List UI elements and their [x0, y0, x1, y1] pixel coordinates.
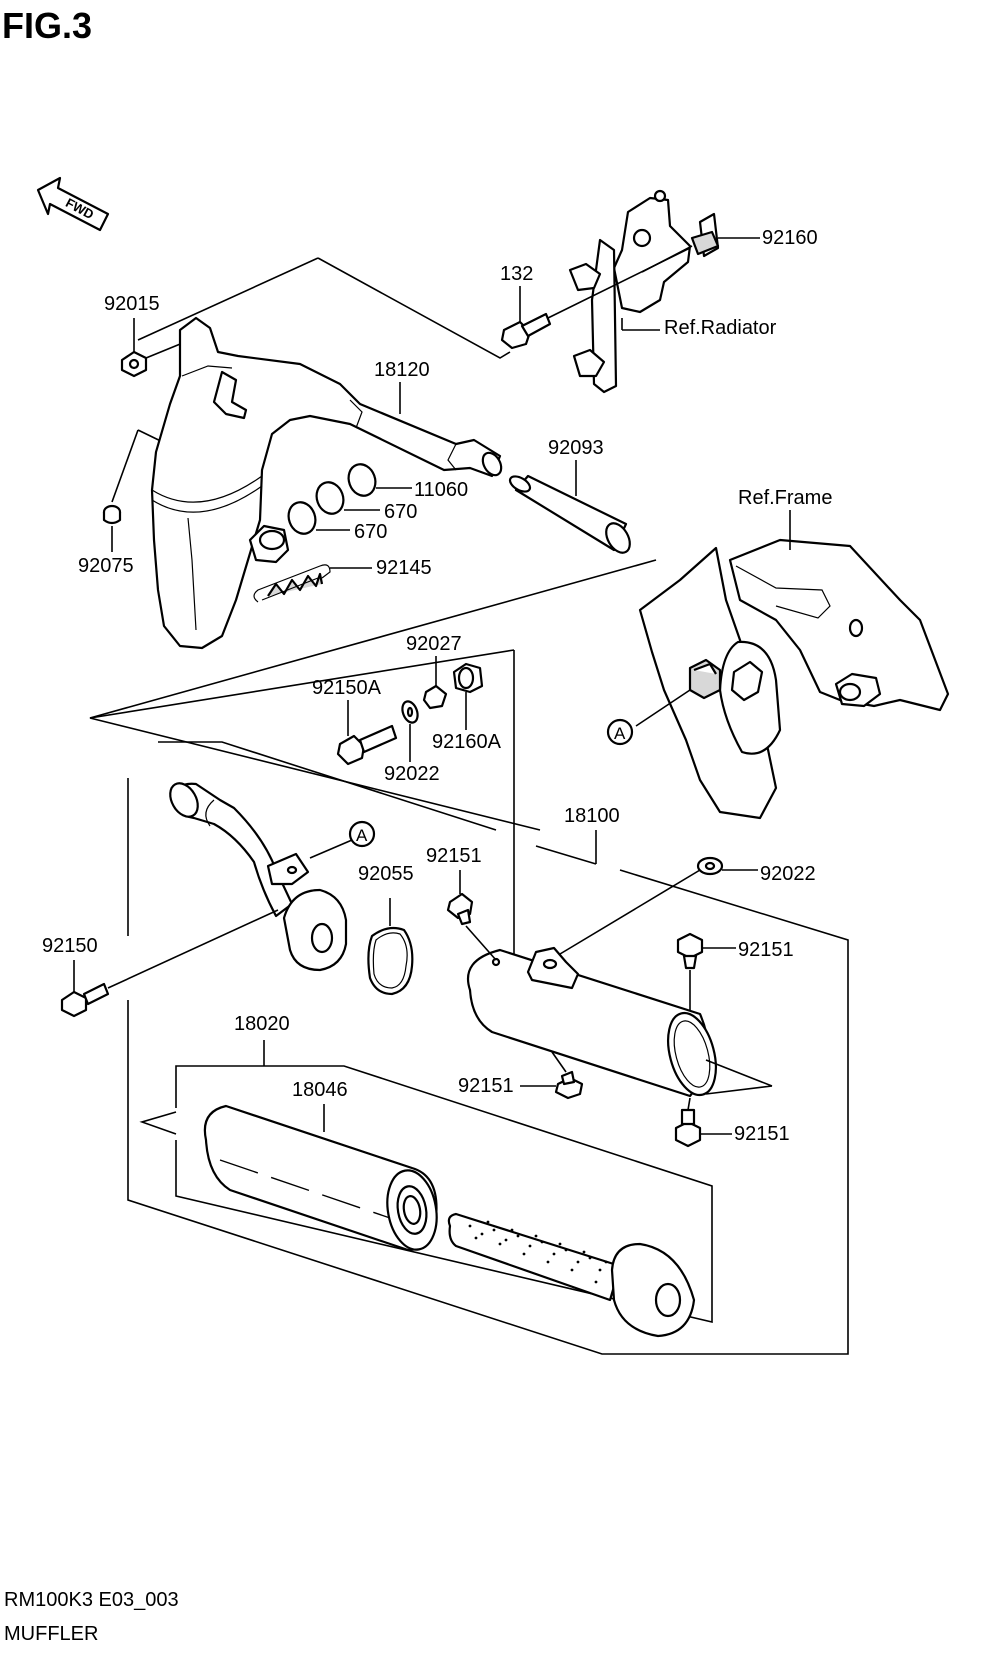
- grommet-92160A: [452, 662, 484, 694]
- label-92151-c: 92151: [458, 1075, 514, 1097]
- muffler-connector-pipe: [169, 782, 348, 972]
- bolt-92151-a: [446, 892, 474, 926]
- label-ref-radiator: Ref.Radiator: [664, 317, 777, 339]
- label-92145: 92145: [376, 557, 432, 579]
- label-92055: 92055: [358, 863, 414, 885]
- fwd-arrow-icon: FWD: [36, 176, 110, 232]
- bolt-92151-c: [554, 1070, 584, 1100]
- sleeve-92093: [508, 474, 631, 554]
- collar-92027: [422, 684, 448, 710]
- expansion-chamber-18120: [150, 316, 503, 650]
- label-18020: 18020: [234, 1013, 290, 1035]
- label-670-upper: 670: [384, 501, 417, 523]
- gasket-670-lower: [287, 501, 317, 535]
- label-18046: 18046: [292, 1079, 348, 1101]
- chamber-group-outline-top-left: [137, 257, 319, 341]
- muffler-group-outline-top: [89, 649, 541, 831]
- washer-92022-upper: [401, 700, 419, 724]
- label-92022-lower: 92022: [760, 863, 816, 885]
- silencer-group-pointer: [139, 1111, 177, 1135]
- label-92160A: 92160A: [432, 731, 502, 753]
- muffler-18100: [466, 946, 717, 1098]
- footer-section-name: MUFFLER: [4, 1623, 98, 1645]
- label-circle-a-pipe: A: [356, 826, 368, 845]
- chamber-group-outline-top-right: [317, 257, 511, 359]
- label-92075: 92075: [78, 555, 134, 577]
- washer-92022-lower: [696, 856, 724, 876]
- gasket-92055: [367, 926, 414, 996]
- circle-a-pipe-marker: [348, 820, 376, 848]
- label-92027: 92027: [406, 633, 462, 655]
- radiator-bracket: [568, 189, 720, 394]
- bolt-132: [500, 312, 552, 350]
- muffler-group-outline-inner: [158, 741, 497, 831]
- label-18120: 18120: [374, 359, 430, 381]
- chamber-group-outline-bottom: [89, 559, 657, 719]
- bolt-92150A: [336, 724, 398, 766]
- label-18100: 18100: [564, 805, 620, 827]
- silencer-end-cap: [610, 1242, 696, 1338]
- o-ring-11060: [347, 463, 377, 497]
- perforated-inner-pipe: [447, 1212, 622, 1302]
- nut-92015: [120, 350, 148, 378]
- silencer-group-outline: [175, 1065, 713, 1324]
- label-92022-upper: 92022: [384, 763, 440, 785]
- label-92151-d: 92151: [734, 1123, 790, 1145]
- glass-wool-18046: [203, 1104, 438, 1252]
- label-670-lower: 670: [354, 521, 387, 543]
- label-circle-a-frame: A: [614, 724, 626, 743]
- chamber-spring-hook: [248, 524, 290, 564]
- gasket-670-upper: [315, 481, 345, 515]
- label-92151-a: 92151: [426, 845, 482, 867]
- label-11060: 11060: [414, 479, 468, 501]
- figure-title: FIG.3: [2, 5, 92, 46]
- bolt-92151-b: [676, 932, 704, 970]
- label-ref-frame: Ref.Frame: [738, 487, 832, 509]
- circle-a-frame-marker: [606, 718, 634, 746]
- muffler-group-outline-main: [127, 869, 849, 1355]
- label-132: 132: [500, 263, 533, 285]
- label-92151-b: 92151: [738, 939, 794, 961]
- grommet-92075: [102, 504, 122, 525]
- label-92150A: 92150A: [312, 677, 382, 699]
- bolt-92150: [60, 982, 110, 1018]
- frame-reference: [635, 538, 950, 820]
- bolt-92151-d: [674, 1108, 702, 1148]
- footer-code: RM100K3 E03_003: [4, 1589, 179, 1611]
- label-92093: 92093: [548, 437, 604, 459]
- label-92015: 92015: [104, 293, 160, 315]
- muffler-group-outline-seg: [535, 845, 597, 865]
- label-92160: 92160: [762, 227, 818, 249]
- label-92150: 92150: [42, 935, 98, 957]
- spring-92145: [253, 564, 331, 603]
